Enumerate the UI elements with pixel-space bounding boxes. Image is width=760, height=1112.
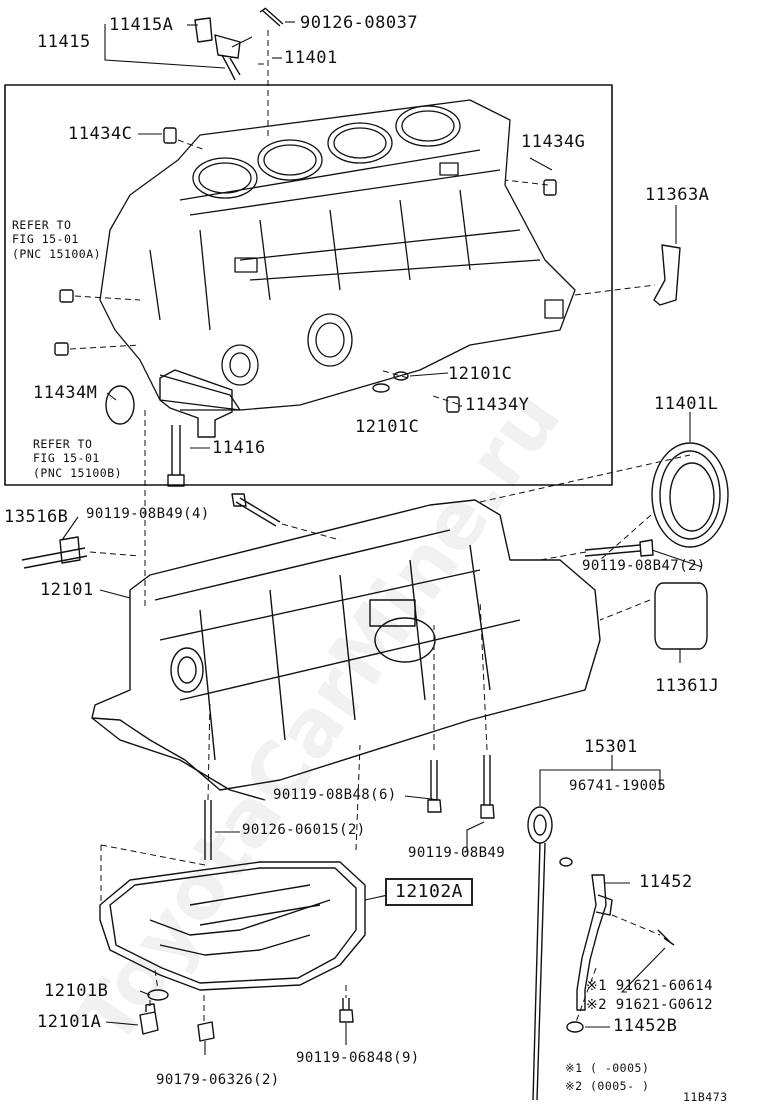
- label-11361j: 11361J: [655, 676, 720, 696]
- label-90119-08b49: 90119-08B49: [408, 845, 506, 861]
- bearing-cap: [159, 369, 233, 438]
- sensor-11415A: [194, 17, 241, 59]
- label-11415a: 11415A: [109, 15, 174, 35]
- label-11401: 11401: [284, 48, 338, 68]
- bracket-11363A: [653, 244, 681, 306]
- refer-note-2-line2: FIG 15-01: [33, 451, 100, 465]
- label-11363a: 11363A: [645, 185, 710, 205]
- label-90126-06015-2: 90126-06015(2): [242, 822, 366, 838]
- plug-12101A: [139, 1003, 159, 1035]
- bolt-90119-08B49-4: [231, 493, 281, 527]
- dowel-11434m-a: [59, 289, 74, 303]
- bolt-91621: [657, 929, 675, 946]
- bolt-90119-08B49: [480, 755, 495, 819]
- label-11452b: 11452B: [613, 1016, 678, 1036]
- pin-13516B: [21, 536, 88, 569]
- figure-id: 11B473: [683, 1090, 728, 1104]
- label-90119-08b49-4: 90119-08B49(4): [86, 506, 210, 522]
- label-12101: 12101: [40, 580, 94, 600]
- label-11401l: 11401L: [654, 394, 719, 414]
- plate-11361J: [654, 582, 708, 650]
- label-11434y: 11434Y: [465, 395, 530, 415]
- refer-note-1-line2: FIG 15-01: [12, 232, 79, 246]
- bolt-90119-06848: [339, 998, 354, 1023]
- label-12101c-b: 12101C: [355, 417, 420, 437]
- oring-12101c-b: [372, 383, 390, 393]
- dowel-11434y: [446, 396, 460, 413]
- label-12101a: 12101A: [37, 1012, 102, 1032]
- dipstick: [527, 806, 573, 1101]
- oil-seal: [651, 442, 729, 548]
- nut-90179-06326: [197, 1021, 215, 1042]
- oring-11452B: [566, 1021, 584, 1033]
- oring-12101c-a: [393, 371, 409, 381]
- label-90126-08037: 90126-08037: [300, 13, 419, 33]
- label-12101c-a: 12101C: [448, 364, 513, 384]
- footnote-1: ※1 ( -0005): [565, 1061, 650, 1075]
- label-90119-08b48-6: 90119-08B48(6): [273, 787, 397, 803]
- bolt-90119-08B47: [584, 539, 654, 557]
- gasket-12101B: [147, 989, 169, 1001]
- cover-plate-11434m: [105, 385, 135, 425]
- cylinder-block: [99, 99, 576, 411]
- label-11434m: 11434M: [33, 383, 98, 403]
- label-91621-g0612: ※2 91621-G0612: [586, 997, 713, 1013]
- refer-note-2-line3: (PNC 15100B): [33, 466, 123, 480]
- dowel-11434g: [543, 179, 557, 196]
- refer-note-1-line3: (PNC 15100A): [12, 247, 102, 261]
- label-13516b: 13516B: [4, 507, 69, 527]
- label-11434c: 11434C: [68, 124, 133, 144]
- label-90179-06326-2: 90179-06326(2): [156, 1072, 280, 1088]
- refer-note-1-line1: REFER TO: [12, 218, 72, 232]
- cylinder-block-frame: [4, 84, 613, 486]
- label-11452: 11452: [639, 872, 693, 892]
- label-15301: 15301: [584, 737, 638, 757]
- bolt-90119-08B48: [427, 760, 442, 813]
- label-90119-08b47-2: 90119-08B47(2): [582, 558, 706, 574]
- label-91621-60614: ※1 91621-60614: [586, 978, 713, 994]
- label-96741-19005: 96741-19005: [569, 778, 667, 794]
- oil-pan: [99, 861, 366, 991]
- dowel-11434m-b: [54, 342, 69, 356]
- footnote-2: ※2 (0005- ): [565, 1079, 650, 1093]
- stud-90126-06015: [204, 800, 212, 860]
- label-12102a-highlighted[interactable]: 12102A: [385, 878, 474, 906]
- label-12101b: 12101B: [44, 981, 109, 1001]
- crankcase: [91, 499, 601, 801]
- label-90119-06848-9: 90119-06848(9): [296, 1050, 420, 1066]
- label-11415: 11415: [37, 32, 91, 52]
- label-11434g: 11434G: [521, 132, 586, 152]
- dowel-11434c: [163, 127, 177, 144]
- stud-90126-08037: [259, 7, 284, 27]
- refer-note-2-line1: REFER TO: [33, 437, 93, 451]
- label-11416: 11416: [212, 438, 266, 458]
- dipstick-guide: [576, 874, 607, 1011]
